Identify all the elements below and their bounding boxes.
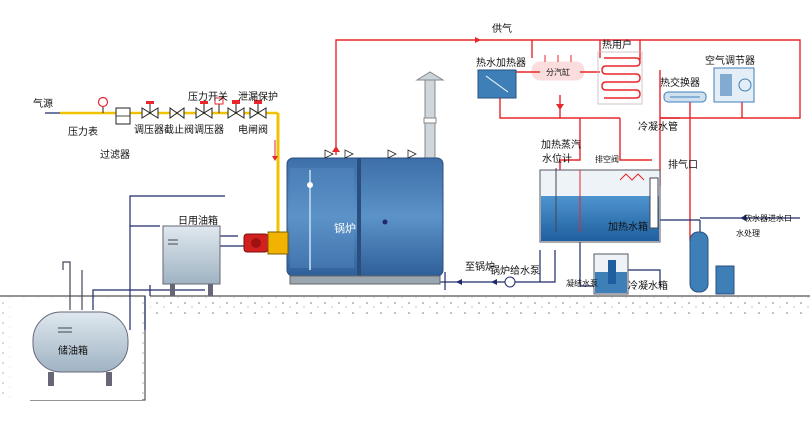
water-treatment-unit [689, 231, 735, 295]
steam-arrows [332, 37, 564, 152]
storage-oil-tank [32, 261, 129, 386]
heat-user-coil [597, 51, 643, 105]
storage-tank-label: 储油箱 [58, 344, 88, 357]
oil-pipeline [92, 195, 245, 330]
boiler-top-valves [324, 149, 417, 159]
leak-protection-label: 泄漏保护 [238, 90, 278, 103]
leak-protection-valve [227, 100, 245, 119]
pressure-gauge-label: 压力表 [68, 125, 98, 138]
soft-water-inlet-label: 软水器进水口 [744, 213, 792, 223]
water-level-gauge-label: 水位计 [542, 152, 572, 165]
water-arrows [456, 215, 746, 285]
steam-header [531, 55, 585, 81]
regulator-shutoff-label: 调压器截止阀调压器 [134, 123, 224, 136]
solenoid-valve-label: 电闸阀 [238, 123, 268, 136]
daily-tank-label: 日用油箱 [178, 214, 218, 227]
condensate-tank-label: 冷凝水箱 [628, 279, 668, 292]
drain-air-label: 排空阀 [595, 154, 619, 164]
gas-valve-1 [141, 101, 159, 119]
gas-source-label: 气源 [33, 97, 53, 110]
burner [243, 231, 289, 255]
heating-steam-label: 加热蒸汽 [541, 138, 581, 151]
steam-supply-label: 供气 [492, 22, 512, 35]
water-treatment-label: 水处理 [736, 228, 760, 238]
daily-oil-tank [162, 225, 221, 296]
gas-valve-2 [169, 107, 185, 119]
to-boiler-label: 至锅炉 [465, 261, 495, 273]
heat-exchanger-label: 热交换器 [660, 76, 700, 89]
heat-user-label: 热用户 [602, 38, 632, 51]
steam-pipeline [335, 39, 801, 241]
gas-valve-3 [195, 101, 213, 119]
filter [115, 107, 131, 125]
feed-pump [504, 276, 516, 288]
heat-exchanger [663, 91, 707, 103]
condensate-pump-label: 凝结水泵 [566, 278, 598, 288]
steam-header-label: 分汽缸 [546, 67, 570, 77]
heating-water-tank [539, 168, 661, 243]
pressure-gauge [97, 96, 109, 113]
filter-label: 过滤器 [100, 148, 130, 161]
boiler-label: 锅炉 [334, 222, 356, 235]
hot-water-heater-label: 热水加热器 [476, 56, 526, 69]
pressure-switch-label: 压力开关 [188, 90, 228, 103]
heating-tank-label: 加热水箱 [608, 220, 648, 233]
solenoid-valve [249, 100, 267, 119]
air-conditioner [713, 67, 755, 103]
feed-pump-label: 锅炉给水泵 [490, 264, 540, 277]
vent-label: 排气口 [668, 158, 698, 171]
boiler [286, 149, 444, 285]
chimney [415, 71, 445, 159]
hot-water-heater [477, 69, 517, 99]
condensate-pipe-label: 冷凝水管 [638, 120, 678, 133]
pressure-switch [214, 97, 224, 113]
air-conditioner-label: 空气调节器 [705, 54, 755, 67]
condensate-tank [593, 253, 629, 295]
